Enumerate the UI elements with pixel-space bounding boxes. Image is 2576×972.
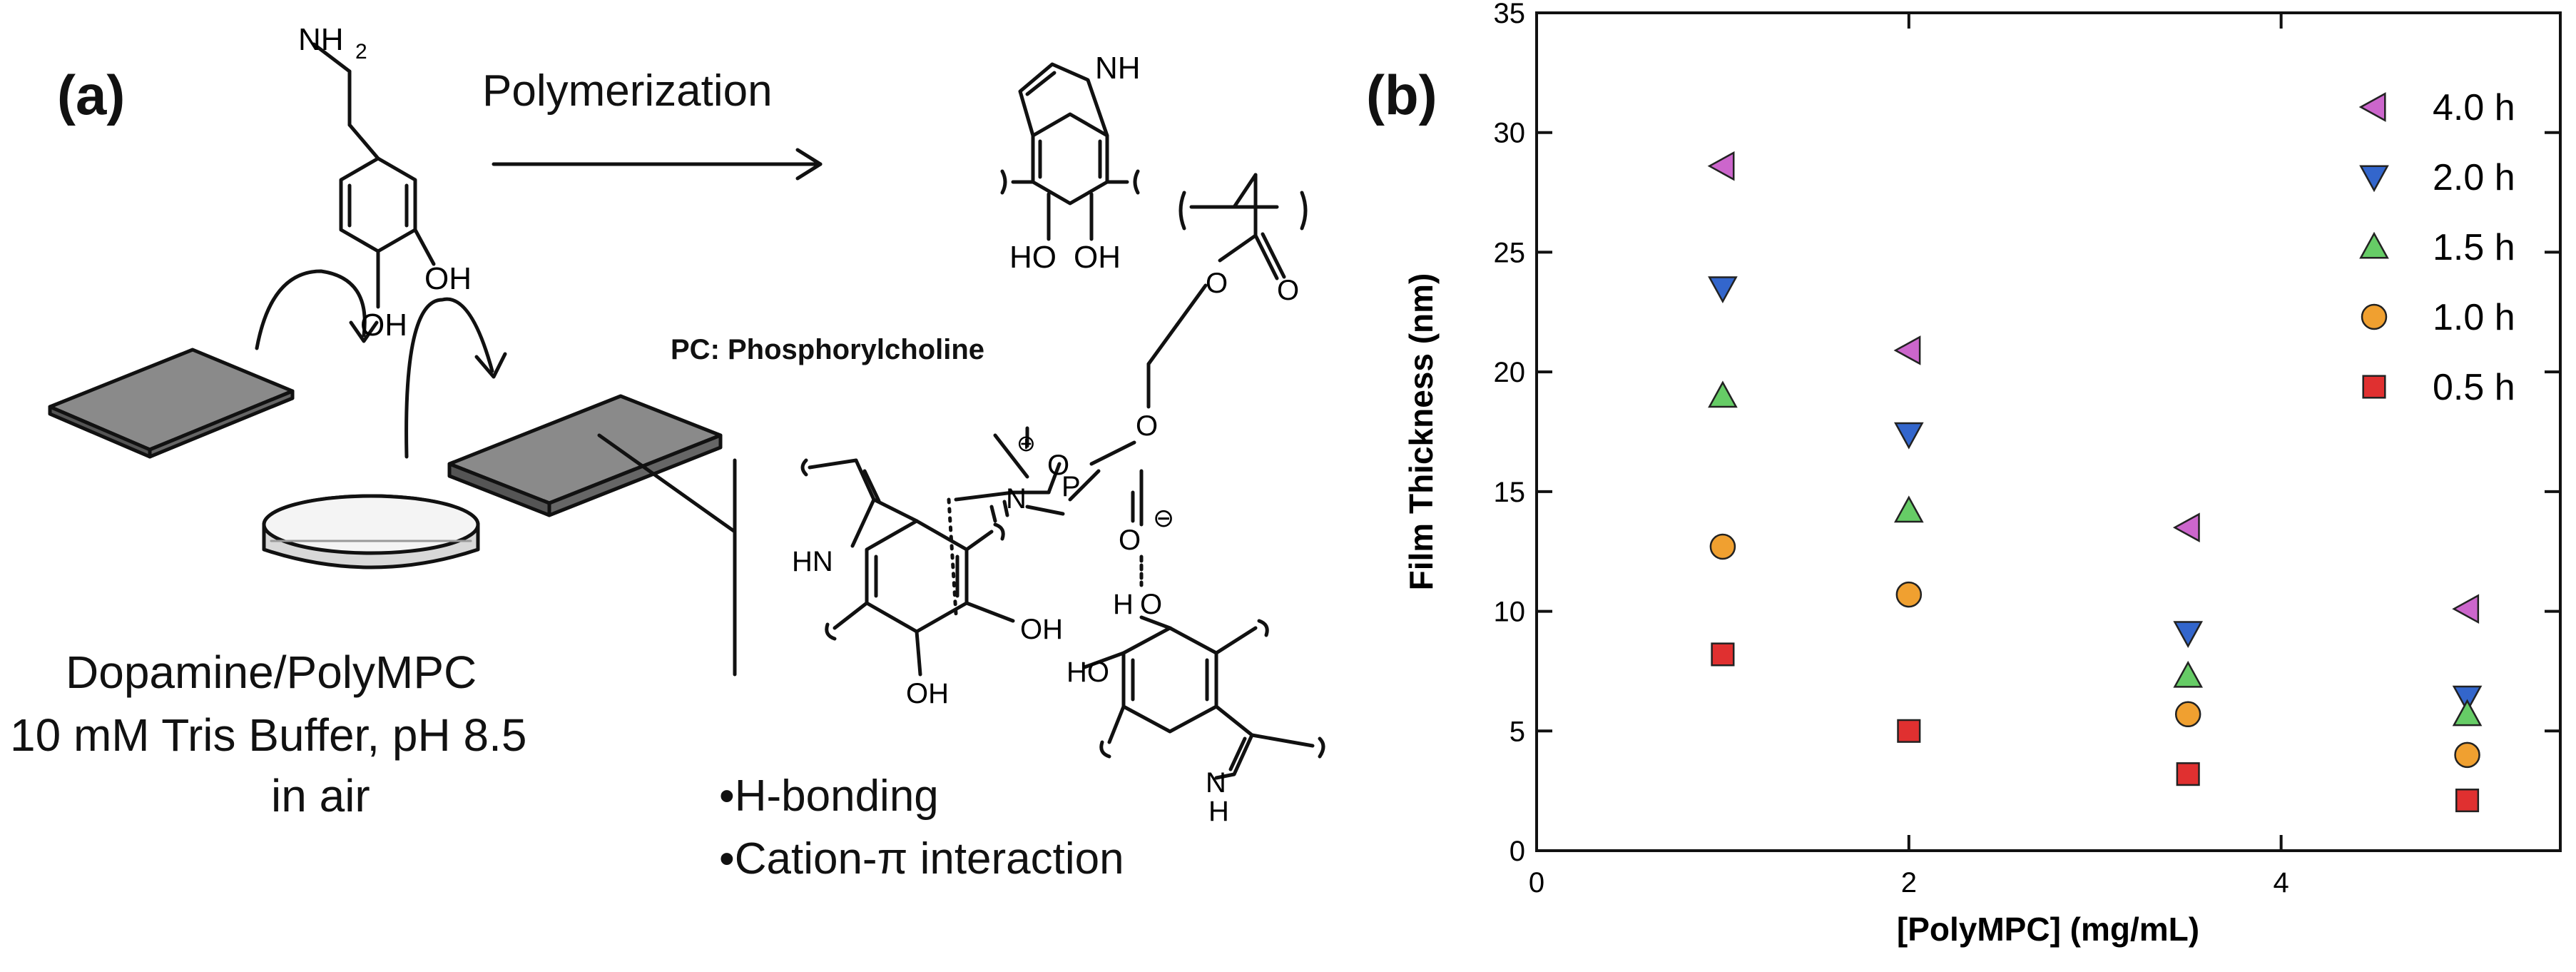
panel-a-label: (a) bbox=[57, 64, 126, 126]
indole1-hn-label: HN bbox=[792, 546, 833, 577]
data-point-4-0-hh bbox=[1707, 151, 1735, 181]
hbond-o-label: O bbox=[1140, 589, 1162, 620]
legend-label: 1.0 h bbox=[2433, 297, 2515, 338]
amine-label: NH bbox=[298, 22, 344, 57]
amine-subscript: 2 bbox=[355, 40, 367, 64]
y-tick-label: 5 bbox=[1510, 716, 1525, 747]
data-point-1-0-hh bbox=[1709, 533, 1736, 560]
y-tick-label: 0 bbox=[1510, 836, 1525, 867]
dip-arrows bbox=[255, 269, 507, 459]
solution-line-3: in air bbox=[271, 770, 370, 821]
data-point-1-0-hh bbox=[2174, 701, 2201, 728]
panel-b-chart: (b) 0 5 10 15 20 25 30 35 0 2 4 4.0 h 2.0 h 1.5 h 1.… bbox=[1366, 0, 2576, 968]
legend-marker bbox=[2358, 92, 2386, 122]
indole-nh-label: NH bbox=[1095, 51, 1141, 86]
y-axis-label: Film Thickness (nm) bbox=[1402, 273, 1440, 591]
y-tick-label: 25 bbox=[1494, 237, 1526, 268]
indole-unit-1 bbox=[800, 458, 1015, 677]
data-point-1-5-hh bbox=[1708, 380, 1738, 408]
scheme-drawing: NH 2 OH OH NH HO OH O O O O P O ⊖ N ⊕ H … bbox=[48, 22, 1325, 827]
phosphorus-label: P bbox=[1062, 471, 1081, 502]
legend-label: 0.5 h bbox=[2433, 367, 2515, 408]
hydroxyl-label-2: OH bbox=[360, 308, 407, 343]
data-point-1-0-hh bbox=[2454, 741, 2480, 769]
legend-marker bbox=[2362, 375, 2386, 399]
ammonium-n-label: N bbox=[1006, 483, 1027, 515]
zoom-connector bbox=[597, 433, 737, 677]
bullet-h-bonding: •H-bonding bbox=[719, 771, 939, 821]
polydopamine-structure bbox=[1000, 62, 1140, 241]
x-tick-label: 0 bbox=[1529, 867, 1544, 898]
data-point-1-0-hh bbox=[1895, 581, 1923, 608]
indole-oh-label: OH bbox=[1074, 240, 1121, 275]
indole1-oh-label-2: OH bbox=[906, 678, 949, 709]
x-axis-ticks: 0 2 4 bbox=[1529, 13, 2289, 898]
legend-marker bbox=[2359, 165, 2389, 193]
substrate-before bbox=[48, 348, 295, 459]
indole-unit-2 bbox=[1082, 615, 1325, 780]
hydroxyl-label-1: OH bbox=[424, 261, 472, 296]
data-point-0-5-hh bbox=[1711, 642, 1735, 667]
data-point-2-0-hh bbox=[2173, 621, 2203, 649]
legend-label: 2.0 h bbox=[2433, 157, 2515, 198]
panel-b-label: (b) bbox=[1366, 64, 1437, 126]
data-point-4-0-hh bbox=[2172, 512, 2200, 542]
data-point-0-5-hh bbox=[2176, 762, 2200, 786]
indole2-n-label: N bbox=[1206, 767, 1226, 799]
solution-line-1: Dopamine/PolyMPC bbox=[66, 647, 477, 698]
carbonyl-o-label: O bbox=[1277, 275, 1299, 306]
y-tick-label: 30 bbox=[1494, 118, 1526, 149]
phosphate-o-minus-label: O bbox=[1119, 525, 1141, 556]
polympc-structure bbox=[954, 173, 1308, 587]
data-point-1-5-hh bbox=[2173, 660, 2203, 688]
y-tick-label: 10 bbox=[1494, 597, 1526, 628]
legend-label: 1.5 h bbox=[2433, 227, 2515, 268]
x-tick-label: 2 bbox=[1901, 867, 1917, 898]
petri-dish bbox=[262, 494, 480, 569]
dopamine-structure bbox=[312, 42, 436, 309]
data-point-2-0-hh bbox=[2452, 685, 2483, 713]
legend-marker bbox=[2361, 303, 2388, 330]
data-point-1-5-hh bbox=[2452, 699, 2483, 727]
substrate-after bbox=[447, 394, 723, 517]
y-tick-label: 35 bbox=[1494, 0, 1526, 29]
bullet-cation-pi: •Cation-π interaction bbox=[719, 834, 1124, 884]
indole1-oh-label-1: OH bbox=[1020, 614, 1063, 645]
indole-ho-label: HO bbox=[1009, 240, 1057, 275]
pc-label: PC: Phosphorylcholine bbox=[671, 334, 985, 365]
x-axis-label: [PolyMPC] (mg/mL) bbox=[1897, 911, 2199, 948]
plot-frame bbox=[1535, 11, 2562, 852]
minus-charge: ⊖ bbox=[1153, 503, 1174, 532]
phosphate-o-label-1: O bbox=[1136, 410, 1158, 442]
polymerization-arrow bbox=[492, 148, 823, 181]
data-point-4-0-hh bbox=[2452, 594, 2480, 624]
polymerization-label: Polymerization bbox=[482, 66, 773, 116]
y-axis-ticks: 0 5 10 15 20 25 30 35 bbox=[1494, 0, 2560, 867]
data-points bbox=[1707, 151, 2483, 813]
hbond-h-label: H bbox=[1113, 589, 1134, 620]
x-tick-label: 4 bbox=[2274, 867, 2289, 898]
ester-o-label: O bbox=[1206, 268, 1228, 299]
data-point-0-5-hh bbox=[1897, 719, 1921, 743]
data-point-1-5-hh bbox=[1894, 495, 1924, 523]
legend-marker bbox=[2359, 231, 2389, 259]
solution-line-2: 10 mM Tris Buffer, pH 8.5 bbox=[10, 709, 527, 761]
indole2-h-label: H bbox=[1208, 796, 1229, 827]
data-point-2-0-hh bbox=[1894, 422, 1924, 450]
legend: 4.0 h 2.0 h 1.5 h 1.0 h 0.5 h bbox=[2358, 87, 2515, 408]
y-tick-label: 20 bbox=[1494, 357, 1526, 388]
panel-a-scheme: (a) bbox=[10, 22, 1325, 884]
plus-charge: ⊕ bbox=[1017, 430, 1036, 456]
data-point-0-5-hh bbox=[2455, 789, 2480, 813]
phosphate-o-label-2: O bbox=[1047, 450, 1069, 481]
y-tick-label: 15 bbox=[1494, 477, 1526, 508]
data-point-2-0-hh bbox=[1708, 276, 1738, 304]
legend-label: 4.0 h bbox=[2433, 87, 2515, 128]
indole2-ho-label: HO bbox=[1066, 657, 1109, 688]
data-point-4-0-hh bbox=[1893, 335, 1921, 365]
